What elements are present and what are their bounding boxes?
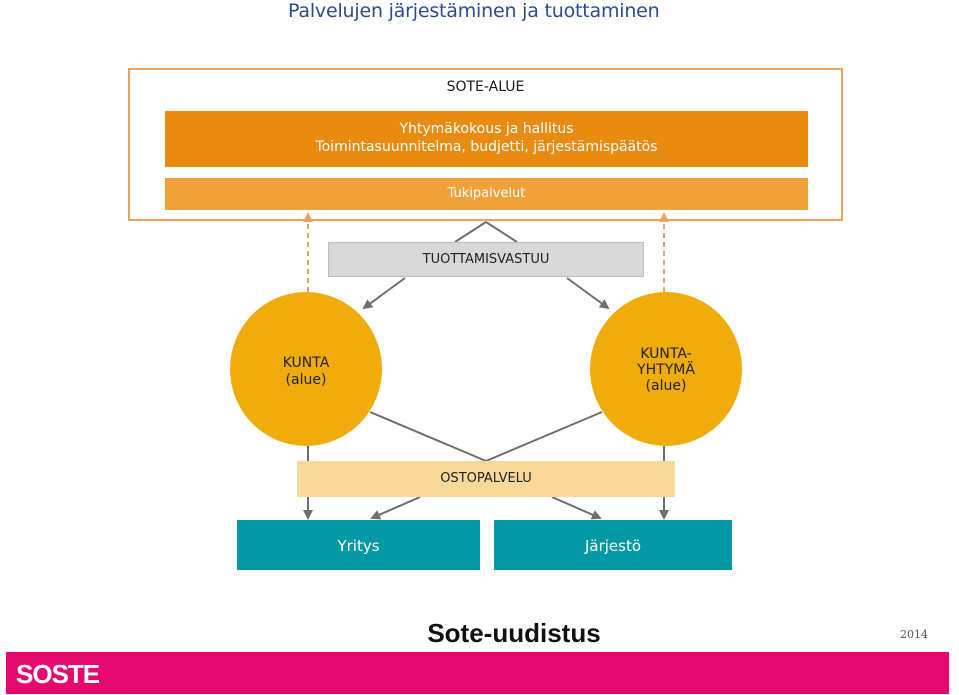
arrow-ostopalvelu-to-yritys [370, 496, 421, 520]
governance-box [165, 111, 808, 167]
kuntayhtyma-label-line-3: (alue) [645, 378, 687, 394]
company-label: Yritys [337, 537, 380, 555]
kuntayhtyma-label-line-2: YHTYMÄ [637, 362, 695, 378]
company-box [237, 520, 480, 570]
page-title: Palvelujen järjestäminen ja tuottaminen [288, 0, 660, 22]
kuntayhtyma-circle [590, 292, 742, 446]
soste-logo: SOSTE [16, 659, 100, 689]
support-services-label: Tukipalvelut [447, 186, 526, 201]
kuntayhtyma-label-line-1: KUNTA- [640, 346, 692, 362]
footer-year: 2014 [900, 628, 928, 641]
governance-line-1: Yhtymäkokous ja hallitus [399, 121, 574, 137]
arrow-tuottamisvastuu-to-kunta [362, 277, 406, 310]
production-responsibility-label: TUOTTAMISVASTUU [422, 252, 550, 267]
kunta-label-line-2: (alue) [285, 372, 327, 388]
kunta-circle [230, 292, 382, 446]
arrow-tuottamisvastuu-to-kuntayhtyma [566, 277, 610, 310]
line-kuntayhtyma-to-ostopalvelu [485, 411, 603, 462]
sote-area-box [128, 68, 843, 221]
purchased-services-label: OSTOPALVELU [440, 471, 532, 486]
purchased-services-box [297, 461, 675, 497]
line-sote-to-tuottamisvastuu-2 [485, 221, 518, 243]
line-sote-to-tuottamisvastuu [454, 221, 487, 243]
kunta-label-line-1: KUNTA [282, 355, 330, 371]
arrow-ostopalvelu-to-jarjesto [551, 496, 602, 520]
support-services-box [165, 178, 808, 210]
footer-bar [6, 652, 949, 694]
organization-box [494, 520, 732, 570]
production-responsibility-box [328, 242, 644, 277]
organization-label: Järjestö [584, 537, 642, 555]
sote-area-label: SOTE-ALUE [446, 79, 525, 95]
governance-line-2: Toimintasuunnitelma, budjetti, järjestäm… [315, 139, 658, 155]
line-kunta-to-ostopalvelu [369, 411, 487, 462]
footer-title: Sote-uudistus [427, 618, 601, 648]
